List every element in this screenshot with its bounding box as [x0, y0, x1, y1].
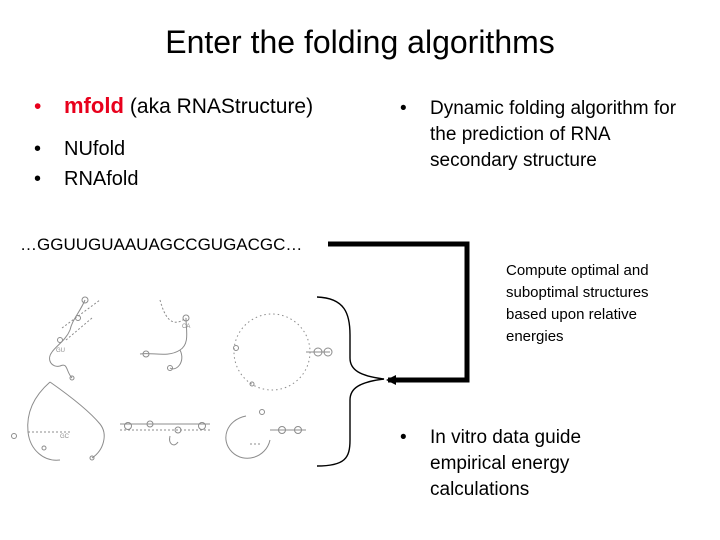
rna-structure-icon: GU — [49, 296, 101, 381]
list-item-rnafold: • RNAfold — [34, 164, 374, 194]
slide-title: Enter the folding algorithms — [165, 24, 555, 60]
bullet-dot: • — [34, 138, 42, 160]
compute-structures-text: Compute optimal and suboptimal structure… — [506, 262, 649, 345]
dynamic-folding-bullet: • Dynamic folding algorithm for the pred… — [400, 96, 700, 174]
bullet-dot: • — [34, 168, 42, 190]
rnafold-label: RNAfold — [64, 168, 139, 190]
in-vitro-bullet: • In vitro data guide empirical energy c… — [400, 425, 660, 503]
mfold-label: mfold — [64, 93, 124, 118]
bullet-dot: • — [400, 427, 407, 448]
bullet-dot: • — [34, 95, 42, 118]
dynamic-folding-text: Dynamic folding algorithm for the predic… — [430, 98, 677, 171]
feedback-arrow-icon — [328, 241, 470, 385]
in-vitro-text: In vitro data guide empirical energy cal… — [430, 427, 582, 500]
list-item-nufold: • NUfold — [34, 134, 374, 164]
svg-text:CA: CA — [182, 324, 190, 330]
list-item-mfold: • mfold (aka RNAStructure) — [34, 93, 374, 120]
curly-brace-icon — [316, 296, 385, 467]
algorithm-list: • mfold (aka RNAStructure) • NUfold • RN… — [34, 93, 374, 194]
rna-structure-icon: CA — [139, 299, 190, 371]
rna-structure-icon: GC — [11, 381, 105, 461]
rna-structure-icon — [225, 409, 306, 459]
nufold-label: NUfold — [64, 138, 126, 160]
rna-sequence: …GGUUGUAAUAGCCGUGACGC… — [20, 235, 303, 254]
svg-text:GC: GC — [60, 434, 70, 440]
mfold-alias: (aka RNAStructure) — [129, 95, 314, 118]
rna-structure-icon — [233, 313, 333, 391]
bullet-dot: • — [400, 98, 407, 119]
svg-text:GU: GU — [56, 348, 65, 354]
rna-structure-icon — [120, 420, 210, 446]
